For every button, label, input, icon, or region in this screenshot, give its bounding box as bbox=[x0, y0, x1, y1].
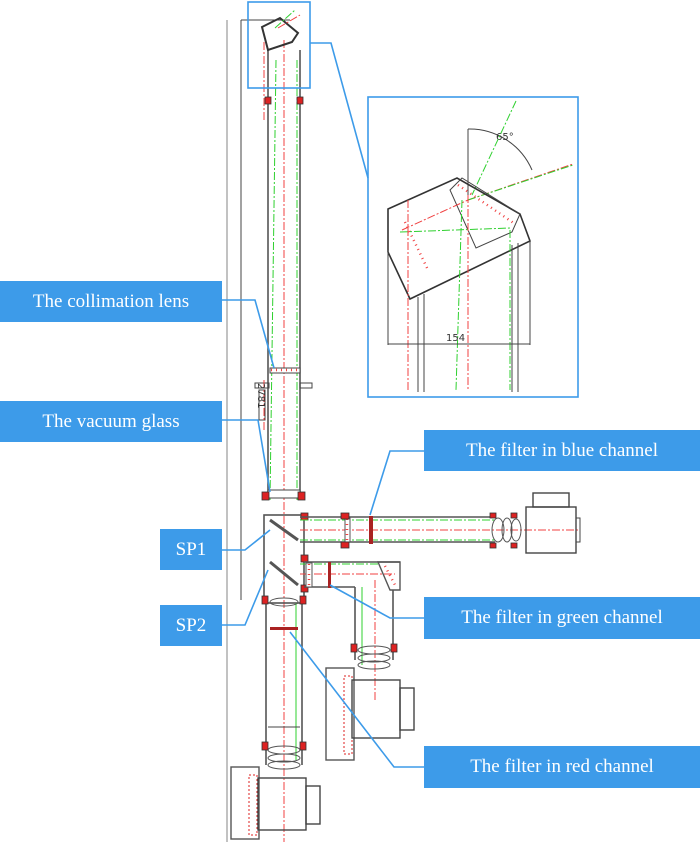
tube-length-dimension: 2781 bbox=[255, 383, 266, 408]
mirror-detail-inset: 65° 154 bbox=[310, 42, 579, 398]
red-channel-arm bbox=[230, 595, 321, 840]
label-collimation-lens: The collimation lens bbox=[0, 281, 222, 322]
main-tube: 2781 bbox=[254, 40, 313, 842]
support-frame bbox=[226, 19, 290, 842]
blue-channel-arm bbox=[300, 492, 581, 554]
label-sp1: SP1 bbox=[160, 529, 222, 570]
label-vacuum-glass: The vacuum glass bbox=[0, 401, 222, 442]
leader-lines bbox=[222, 299, 424, 768]
label-filter-red: The filter in red channel bbox=[424, 746, 700, 788]
vacuum-glass-assembly bbox=[261, 489, 306, 501]
detail-callout-box bbox=[247, 1, 311, 89]
green-channel-arm bbox=[300, 561, 415, 761]
beam-splitter-block bbox=[263, 512, 309, 604]
label-filter-blue: The filter in blue channel bbox=[424, 430, 700, 471]
angle-dimension: 65° bbox=[496, 132, 514, 143]
width-dimension: 154 bbox=[446, 333, 465, 344]
label-filter-green: The filter in green channel bbox=[424, 597, 700, 639]
top-mirror-head bbox=[247, 1, 311, 89]
label-sp2: SP2 bbox=[160, 605, 222, 646]
